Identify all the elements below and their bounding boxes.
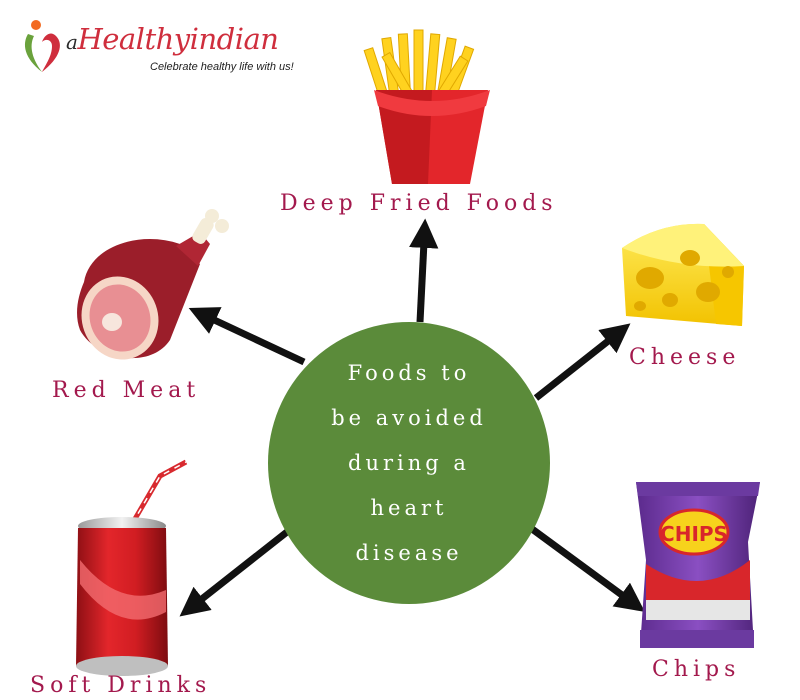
label-deep-fried-foods: Deep Fried Foods: [280, 191, 558, 216]
brand-tagline: Celebrate healthy life with us!: [150, 61, 294, 73]
red-meat-image: [77, 209, 229, 360]
brand-logo: aHealthyindian Celebrate healthy life wi…: [20, 14, 310, 84]
cheese-image: [622, 223, 744, 326]
heart-person-icon: [24, 20, 60, 72]
french-fries-image: [363, 29, 490, 184]
center-line: Foods to: [347, 360, 471, 385]
label-soft-drinks: Soft Drinks: [30, 673, 212, 698]
arrow-red-meat: [188, 307, 306, 366]
arrow-soft-drinks: [179, 525, 295, 617]
center-line: be avoided: [331, 405, 487, 430]
brand-name: aHealthyindian: [66, 22, 279, 56]
arrow-cheese: [533, 323, 631, 401]
chips-bag-image: CHIPS: [636, 482, 760, 648]
chips-pack-text: CHIPS: [660, 522, 728, 546]
label-cheese: Cheese: [629, 345, 741, 370]
center-line: during a: [348, 450, 470, 475]
center-title: Foods to be avoided during a heart disea…: [268, 322, 550, 604]
arrow-chips: [525, 523, 645, 612]
soft-drink-can-image: [76, 459, 188, 676]
center-line: disease: [355, 540, 463, 565]
label-chips: Chips: [652, 657, 741, 682]
label-red-meat: Red Meat: [52, 378, 201, 403]
arrow-deep-fried: [409, 218, 439, 323]
center-line: heart: [370, 495, 448, 520]
center-circle: [268, 322, 550, 604]
